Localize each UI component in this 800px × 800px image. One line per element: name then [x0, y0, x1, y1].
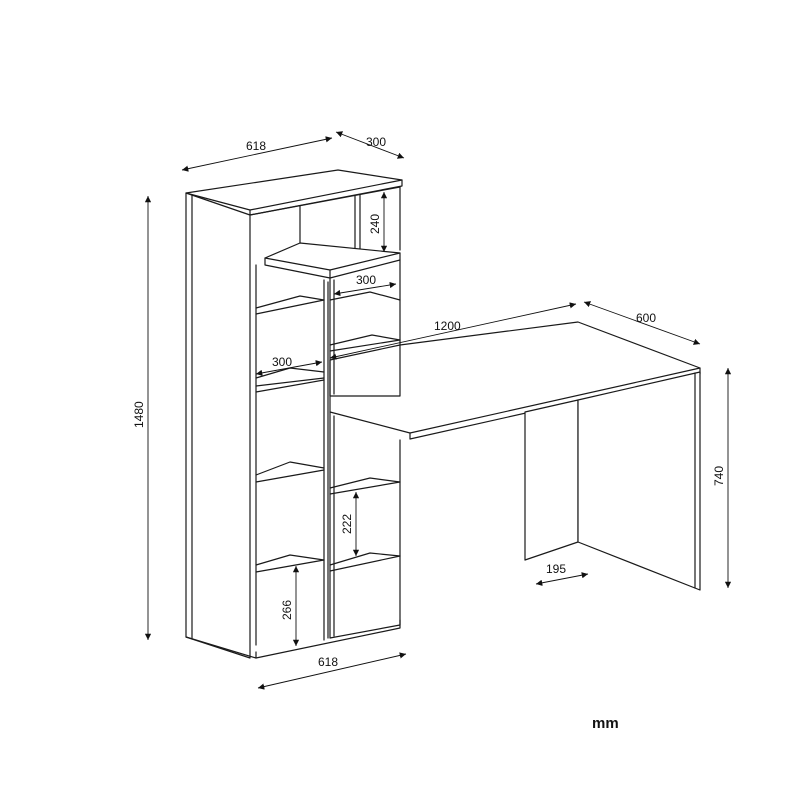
- bookshelf-side-panel: [185, 192, 251, 659]
- desk-leg-left: [524, 399, 579, 561]
- dimension-lines: [144, 131, 732, 690]
- dim-lower-shelf-height: 222: [340, 514, 354, 534]
- dim-line-base-width: [257, 652, 407, 690]
- dim-desk-height: 740: [712, 466, 726, 486]
- dim-desk-depth: 600: [636, 311, 656, 325]
- dim-total-height: 1480: [132, 401, 146, 428]
- dim-top-width: 618: [246, 139, 266, 153]
- dimension-labels: 618 300 240 300 1200 600 300 1480 740 22…: [132, 135, 726, 669]
- dim-line-top-width: [181, 136, 333, 172]
- dim-top-depth: 300: [366, 135, 386, 149]
- dim-bottom-shelf-height: 266: [280, 600, 294, 620]
- upper-shelf-box: [264, 242, 401, 271]
- dim-line-upper-shelf-width: [333, 281, 397, 297]
- desk: [329, 321, 701, 591]
- dim-base-width: 618: [318, 655, 338, 669]
- dim-line-middle-shelf-width: [255, 360, 323, 376]
- desk-leg-right: [577, 371, 701, 591]
- dim-desk-leg-width: 195: [546, 562, 566, 576]
- dim-upper-shelf-width: 300: [356, 273, 376, 287]
- unit-label: mm: [592, 715, 619, 732]
- dim-line-top-depth: [335, 131, 405, 159]
- dim-desk-length: 1200: [434, 319, 461, 333]
- dim-line-desk-leg-width: [535, 572, 589, 586]
- dim-line-desk-depth: [583, 301, 701, 345]
- dim-upper-shelf-height: 240: [368, 214, 382, 234]
- dim-line-desk-length: [329, 302, 577, 360]
- dim-middle-shelf-width: 300: [272, 355, 292, 369]
